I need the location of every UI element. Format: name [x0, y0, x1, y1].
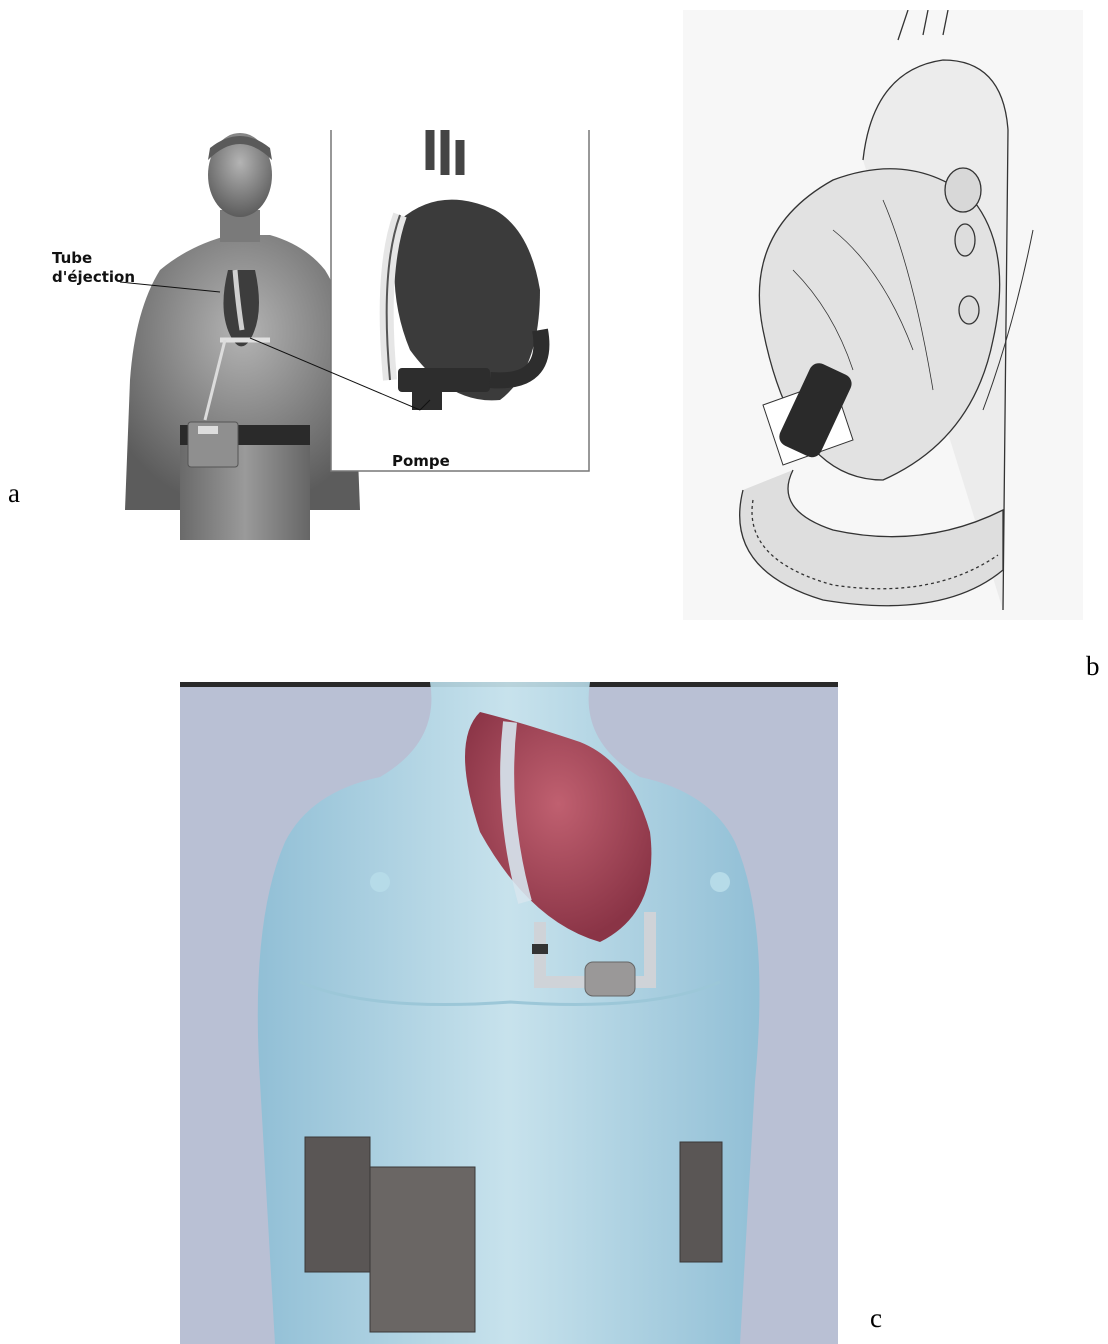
- panel-b-illustration: [683, 10, 1083, 620]
- panel-c-drawing: [180, 682, 838, 1344]
- figure-letter-c: c: [870, 1305, 882, 1332]
- figure-letter-b: b: [1086, 653, 1100, 680]
- panel-b-drawing: [683, 10, 1083, 620]
- panel-a-drawing: [100, 130, 610, 540]
- callout-pump: Pompe: [392, 452, 450, 471]
- callout-tube: Tube d'éjection: [52, 249, 135, 287]
- panel-a-illustration: [100, 130, 610, 540]
- figure-letter-a: a: [8, 480, 20, 507]
- panel-c-illustration: [180, 682, 838, 1344]
- inset-pump: [398, 368, 490, 392]
